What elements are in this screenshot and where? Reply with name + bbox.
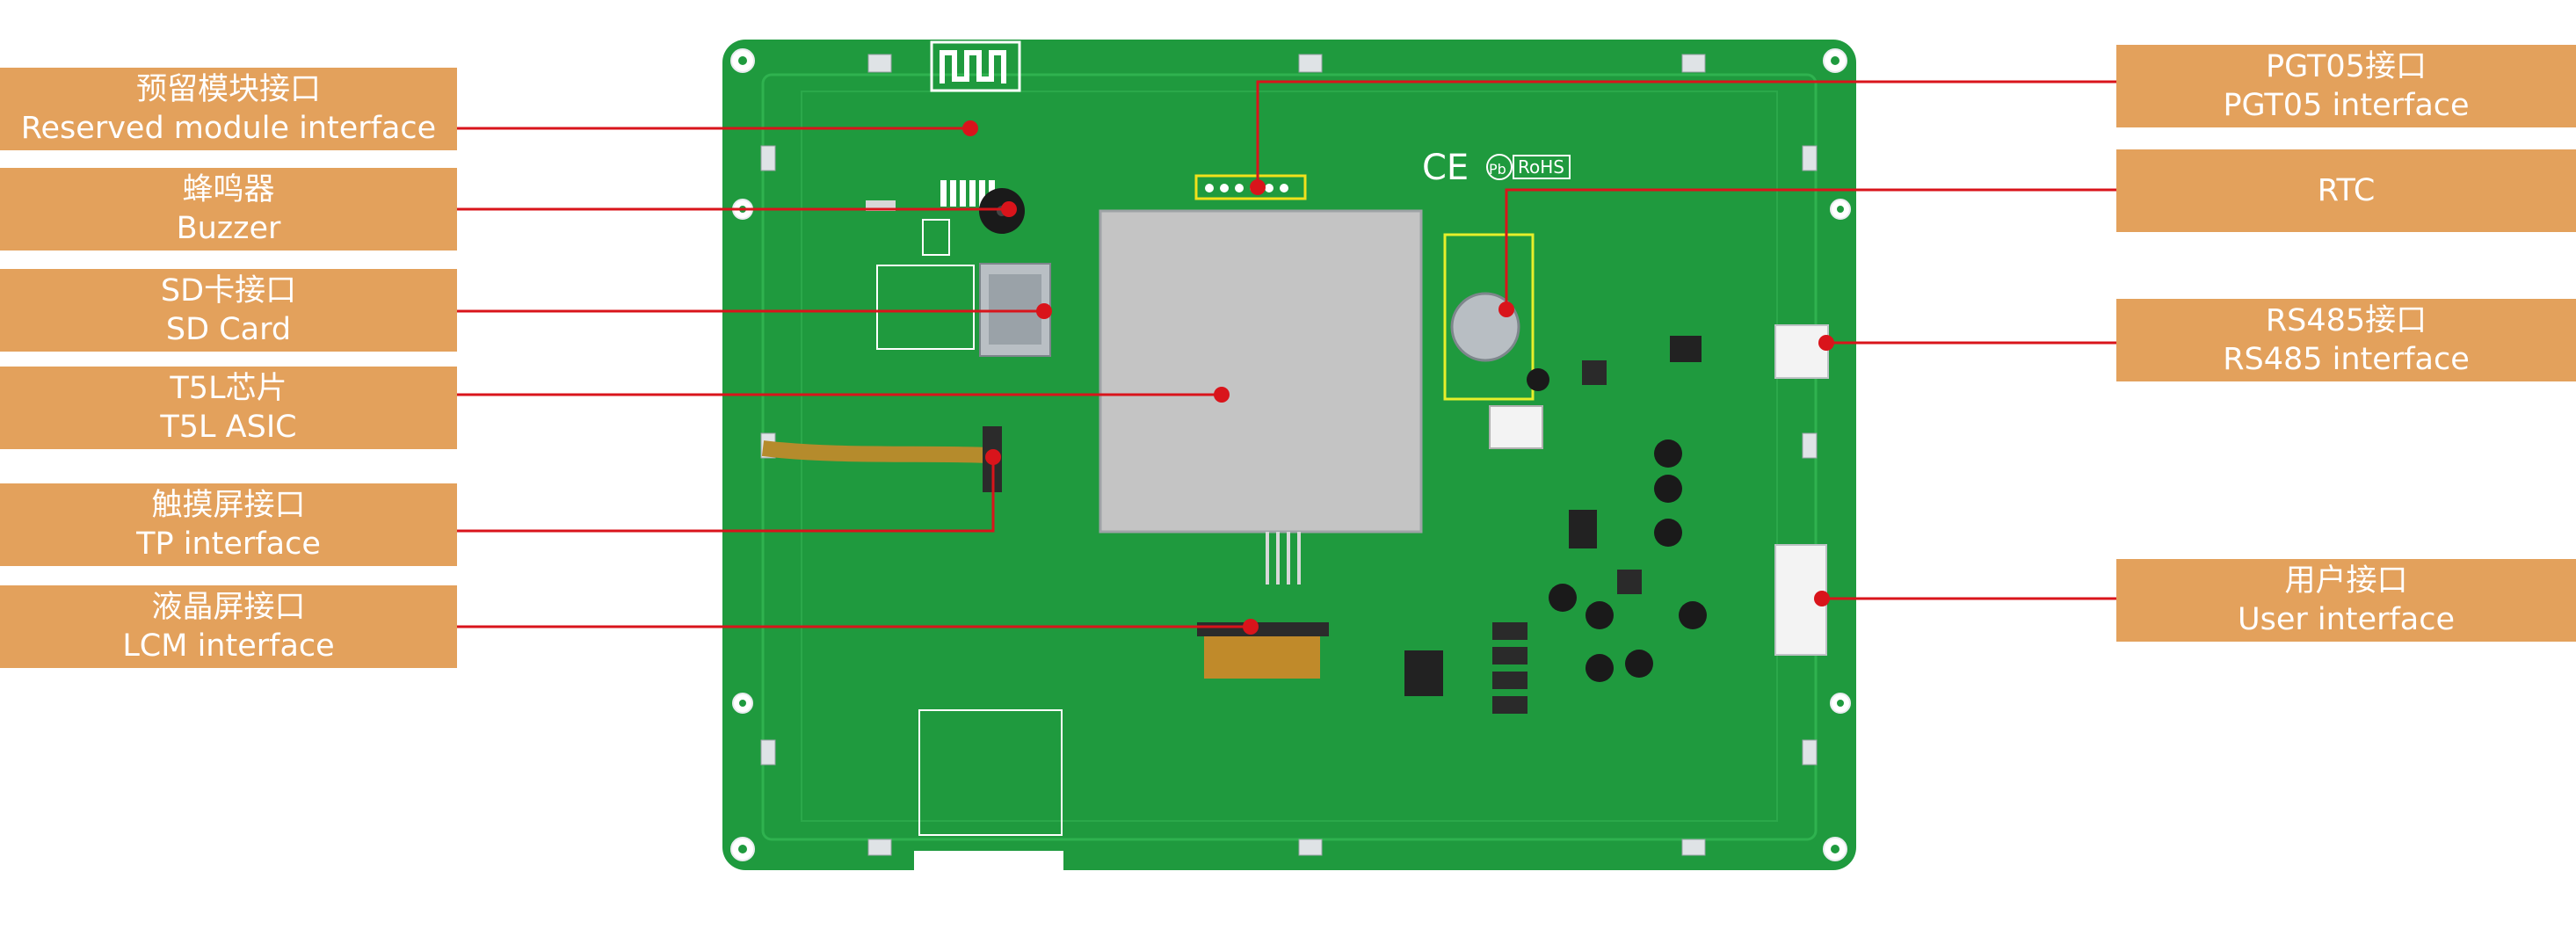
label-t5l-chip-zh: T5L芯片 <box>170 371 287 406</box>
leader-rtc <box>1505 188 2116 309</box>
label-buzzer-en: Buzzer <box>176 211 281 246</box>
lcm-pad-outline <box>918 709 1063 836</box>
label-user-interface-en: User interface <box>2238 602 2455 637</box>
rs485-connector <box>1774 324 1829 379</box>
pgt05-header <box>1194 174 1307 200</box>
label-tp-interface: 触摸屏接口 TP interface <box>0 483 457 566</box>
label-user-interface-zh: 用户接口 <box>2284 563 2408 599</box>
lcm-connector <box>1197 622 1329 636</box>
leader-dots <box>962 120 1834 635</box>
label-tp-interface-en: TP interface <box>136 526 321 562</box>
t5l-chip-shield <box>1099 209 1423 534</box>
label-reserved-module-zh: 预留模块接口 <box>135 72 321 107</box>
mounting-holes <box>730 48 1851 861</box>
rtc-outline <box>1443 233 1535 401</box>
label-lcm-interface-zh: 液晶屏接口 <box>151 590 306 625</box>
edge-clips <box>760 54 1818 856</box>
misc-components <box>1404 336 1707 714</box>
label-buzzer: 蜂鸣器 Buzzer <box>0 168 457 251</box>
label-t5l-chip-en: T5L ASIC <box>160 410 297 445</box>
label-buzzer-zh: 蜂鸣器 <box>182 172 275 207</box>
label-sd-card-en: SD Card <box>165 312 292 347</box>
label-t5l-chip: T5L芯片 T5L ASIC <box>0 367 457 449</box>
label-rs485-en: RS485 interface <box>2223 342 2470 377</box>
label-tp-interface-zh: 触摸屏接口 <box>151 488 306 523</box>
pcb-bottom-slot <box>914 851 1063 870</box>
leader-tp-interface <box>457 457 995 533</box>
label-user-interface: 用户接口 User interface <box>2116 559 2576 642</box>
tp-ribbon-cable <box>761 440 990 463</box>
label-pgt05-zh: PGT05接口 <box>2266 49 2427 84</box>
label-pgt05-en: PGT05 interface <box>2223 88 2470 123</box>
label-reserved-module: 预留模块接口 Reserved module interface <box>0 68 457 150</box>
label-sd-card: SD卡接口 SD Card <box>0 269 457 352</box>
label-sd-card-zh: SD卡接口 <box>160 273 297 309</box>
label-rs485-zh: RS485接口 <box>2265 303 2427 338</box>
label-reserved-module-en: Reserved module interface <box>20 111 437 146</box>
ce-mark: CE <box>1422 148 1469 188</box>
label-rs485: RS485接口 RS485 interface <box>2116 299 2576 381</box>
sd-card-outline <box>876 265 975 350</box>
pb-mark: Pb <box>1489 161 1506 178</box>
label-rtc: RTC <box>2116 149 2576 232</box>
leader-pgt05 <box>1256 80 2116 187</box>
label-pgt05: PGT05接口 PGT05 interface <box>2116 45 2576 127</box>
label-rtc-en: RTC <box>2317 173 2376 208</box>
leader-lines <box>457 80 2116 628</box>
label-lcm-interface-en: LCM interface <box>122 628 335 664</box>
label-lcm-interface: 液晶屏接口 LCM interface <box>0 585 457 668</box>
rohs-mark: RoHS <box>1518 156 1564 178</box>
